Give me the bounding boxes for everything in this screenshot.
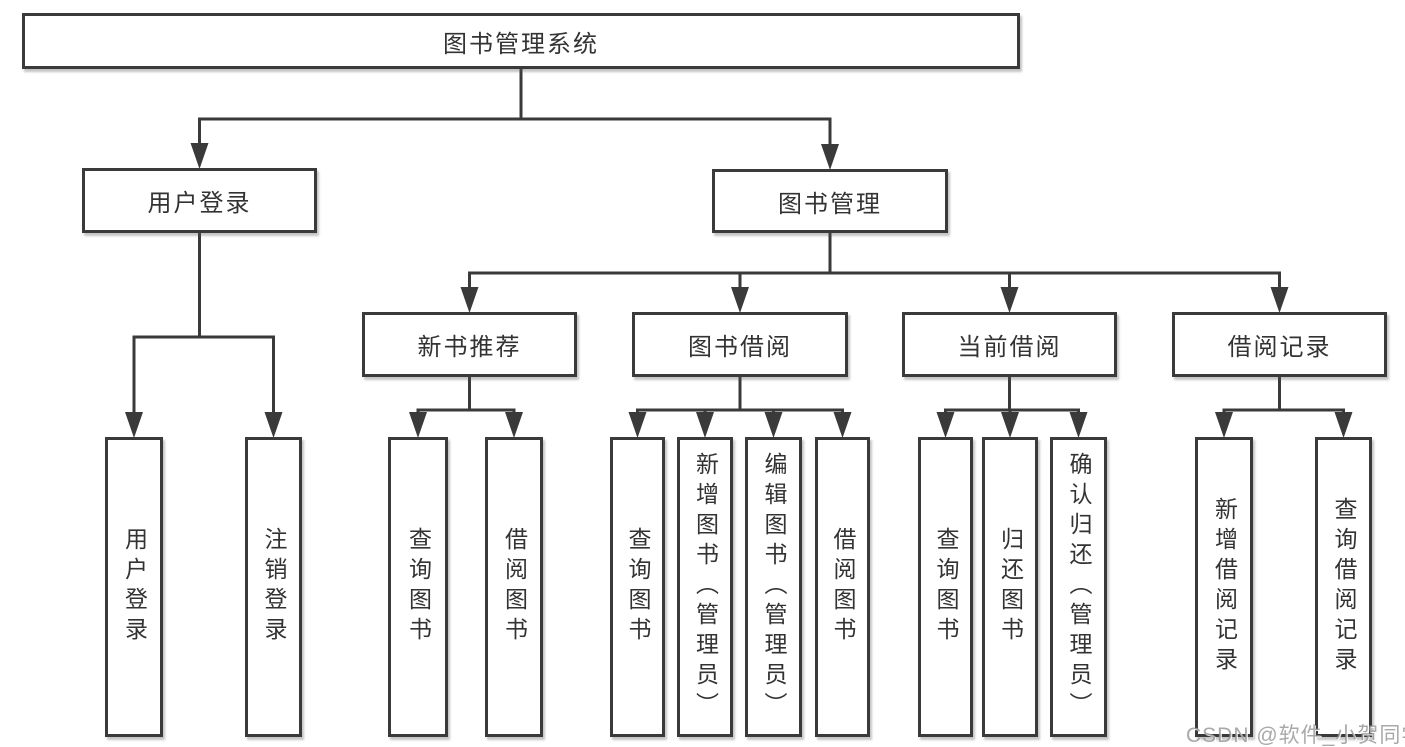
- node-box-current-borrow: 当前借阅: [902, 312, 1117, 377]
- node-box-leaf-nbr-borrow: 借阅图书: [485, 437, 543, 737]
- arrowhead-icon: [833, 412, 852, 438]
- arrowhead-icon: [936, 412, 955, 438]
- arrowhead-icon: [1270, 287, 1289, 313]
- arrowhead-icon: [731, 287, 749, 313]
- arrowhead-icon: [505, 412, 523, 438]
- arrowhead-icon: [764, 412, 783, 438]
- node-box-leaf-br-query: 查询借阅记录: [1315, 437, 1372, 737]
- node-box-new-book-rec: 新书推荐: [362, 312, 577, 377]
- node-label-leaf-br-query: 查询借阅记录: [1331, 497, 1357, 677]
- watermark-text: CSDN @软件_小贺同学: [1186, 724, 1405, 747]
- arrowhead-icon: [460, 287, 479, 313]
- node-box-root: 图书管理系统: [22, 13, 1020, 69]
- node-box-leaf-cb-return: 归还图书: [982, 437, 1038, 737]
- node-box-leaf-bb-borrow: 借阅图书: [815, 437, 870, 737]
- node-label-root: 图书管理系统: [443, 30, 599, 58]
- node-box-leaf-cb-confirm: 确认归还（管理员）: [1050, 437, 1107, 737]
- arrowhead-icon: [125, 412, 143, 438]
- node-label-leaf-bb-query: 查询图书: [625, 527, 651, 647]
- node-label-leaf-bb-edit: 编辑图书（管理员）: [761, 452, 787, 722]
- arrowhead-icon: [409, 412, 427, 438]
- arrowhead-icon: [190, 143, 209, 169]
- arrowhead-icon: [628, 412, 647, 438]
- arrowhead-icon: [1215, 412, 1233, 438]
- node-label-new-book-rec: 新书推荐: [417, 334, 522, 361]
- arrowhead-icon: [1334, 412, 1353, 438]
- node-box-borrow-records: 借阅记录: [1172, 312, 1387, 377]
- node-label-book-borrow: 图书借阅: [688, 334, 792, 361]
- arrowhead-icon: [264, 412, 283, 438]
- node-label-leaf-nbr-query: 查询图书: [405, 527, 432, 647]
- node-box-leaf-logout: 注销登录: [245, 437, 302, 737]
- node-box-leaf-bb-add: 新增图书（管理员）: [677, 437, 733, 737]
- node-box-leaf-nbr-query: 查询图书: [388, 437, 448, 737]
- node-label-current-borrow: 当前借阅: [957, 334, 1062, 361]
- node-box-leaf-user-login: 用户登录: [105, 437, 163, 737]
- node-label-borrow-records: 借阅记录: [1227, 334, 1332, 361]
- node-label-leaf-logout: 注销登录: [261, 527, 287, 647]
- node-box-leaf-cb-query: 查询图书: [918, 437, 973, 737]
- node-label-user-login: 用户登录: [147, 190, 252, 217]
- node-box-leaf-bb-edit: 编辑图书（管理员）: [745, 437, 802, 737]
- node-box-user-login: 用户登录: [82, 168, 317, 233]
- node-box-leaf-bb-query: 查询图书: [610, 437, 665, 737]
- node-label-leaf-bb-add: 新增图书（管理员）: [692, 452, 719, 722]
- arrowhead-icon: [1000, 287, 1019, 313]
- node-box-leaf-br-add: 新增借阅记录: [1195, 437, 1253, 737]
- node-box-book-borrow: 图书借阅: [632, 312, 848, 377]
- arrowhead-icon: [696, 412, 714, 438]
- node-box-book-mgmt: 图书管理: [712, 169, 948, 233]
- node-label-leaf-cb-query: 查询图书: [933, 527, 959, 647]
- node-label-leaf-cb-confirm: 确认归还（管理员）: [1066, 452, 1092, 722]
- node-label-leaf-br-add: 新增借阅记录: [1211, 497, 1238, 677]
- node-label-leaf-user-login: 用户登录: [121, 527, 148, 647]
- node-label-leaf-cb-return: 归还图书: [997, 527, 1024, 647]
- node-label-leaf-bb-borrow: 借阅图书: [830, 527, 856, 647]
- arrowhead-icon: [821, 144, 839, 170]
- arrowhead-icon: [1069, 412, 1088, 438]
- node-label-leaf-nbr-borrow: 借阅图书: [501, 527, 528, 647]
- node-label-book-mgmt: 图书管理: [778, 190, 882, 218]
- arrowhead-icon: [1001, 412, 1019, 438]
